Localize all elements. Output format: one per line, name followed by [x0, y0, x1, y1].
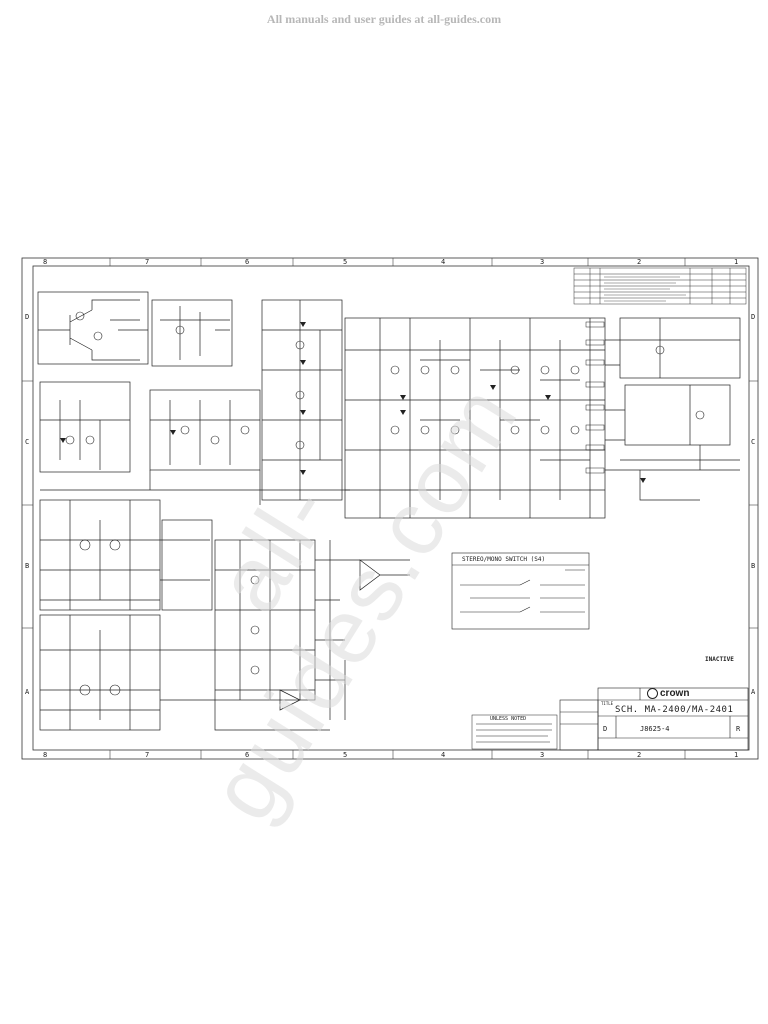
crown-logo-icon [647, 688, 658, 699]
row-label-right: A [751, 688, 756, 696]
circuit-traces [37, 291, 741, 731]
sheet-size: D [603, 725, 608, 733]
col-label-bottom: 6 [245, 751, 250, 759]
row-label-right: C [751, 438, 756, 446]
revision-text [604, 276, 686, 302]
col-label: 4 [441, 258, 446, 266]
col-label: 6 [245, 258, 250, 266]
revision-letter: R [736, 725, 741, 733]
col-label-bottom: 3 [540, 751, 545, 759]
stereo-mono-switch-box [451, 552, 590, 630]
title-block [559, 687, 749, 751]
revision-table [573, 267, 747, 305]
col-label-bottom: 7 [145, 751, 150, 759]
drawing-number: J8625-4 [640, 725, 670, 733]
col-label: 1 [734, 258, 739, 266]
row-label: B [25, 562, 30, 570]
drawing-title: SCH. MA-2400/MA-2401 [615, 705, 734, 715]
column-ticks [109, 258, 686, 759]
row-label-right: B [751, 562, 756, 570]
inner-border [32, 265, 750, 751]
col-label-bottom: 5 [343, 751, 348, 759]
row-label-right: D [751, 313, 756, 321]
unless-noted-label: UNLESS NOTED [490, 716, 527, 722]
col-label: 5 [343, 258, 348, 266]
row-label: A [25, 688, 30, 696]
row-ticks [22, 380, 758, 629]
col-label-bottom: 4 [441, 751, 446, 759]
row-label: D [25, 313, 30, 321]
col-label-bottom: 1 [734, 751, 739, 759]
col-label: 3 [540, 258, 545, 266]
component-symbols [65, 311, 705, 696]
col-label: 7 [145, 258, 150, 266]
connector-tags [585, 321, 605, 474]
col-label: 8 [43, 258, 48, 266]
crown-logo: crown [647, 688, 689, 699]
col-label: 2 [637, 258, 642, 266]
col-label-bottom: 8 [43, 751, 48, 759]
title-label: TITLE [601, 701, 614, 706]
diodes [60, 322, 646, 483]
row-label: C [25, 438, 30, 446]
unless-noted-box [471, 714, 558, 750]
outer-border [21, 257, 759, 760]
site-banner: All manuals and user guides at all-guide… [266, 12, 502, 26]
inactive-stamp: INACTIVE [705, 656, 734, 663]
stereo-mono-switch-label: STEREO/MONO SWITCH (S4) [462, 556, 546, 563]
col-label-bottom: 2 [637, 751, 642, 759]
